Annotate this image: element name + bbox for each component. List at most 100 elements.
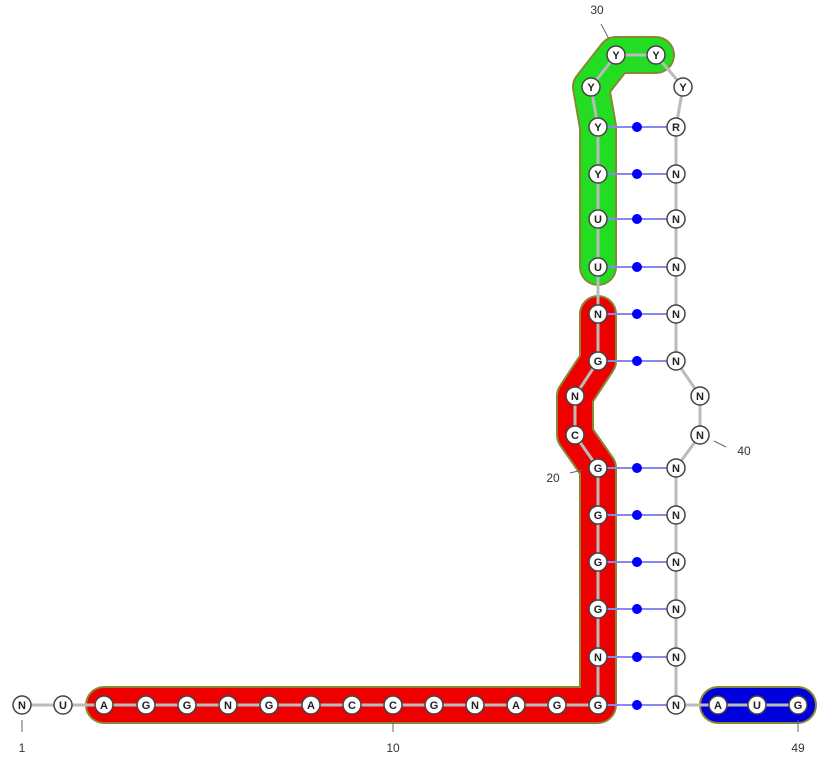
nucleotide-34: N: [666, 164, 686, 184]
position-number-30: 30: [590, 3, 604, 17]
nucleotide-letter: G: [594, 356, 603, 368]
nucleotide-circle: [588, 209, 608, 229]
nucleotide-letter: N: [672, 557, 680, 569]
nucleotide-letter: Y: [679, 82, 687, 94]
nucleotide-circle: [136, 695, 156, 715]
nucleotide-letter: U: [59, 700, 67, 712]
nucleotide-circle: [666, 351, 686, 371]
nucleotide-28: Y: [588, 117, 608, 137]
position-tick: [569, 469, 583, 474]
nucleotide-letter: C: [389, 700, 397, 712]
nucleotide-letter: C: [571, 430, 579, 442]
nucleotide-circle: [666, 695, 686, 715]
nucleotide-letter: N: [594, 652, 602, 664]
base-pair-layer: [598, 122, 676, 710]
nucleotide-circle: [666, 647, 686, 667]
nucleotide-circle: [666, 257, 686, 277]
nucleotide-letter: N: [18, 700, 26, 712]
nucleotide-circle: [588, 304, 608, 324]
nucleotide-letter: G: [183, 700, 192, 712]
nucleotide-letter: U: [594, 262, 602, 274]
nucleotide-letter: N: [672, 262, 680, 274]
base-pair-dot: [632, 214, 642, 224]
nucleotide-letter: Y: [594, 122, 602, 134]
nucleotide-circle: [690, 425, 710, 445]
position-number-40: 40: [737, 444, 751, 458]
nucleotide-circle: [788, 695, 808, 715]
nucleotide-46: N: [666, 695, 686, 715]
nucleotide-31: Y: [646, 45, 666, 65]
nucleotide-letter: N: [672, 356, 680, 368]
nucleotide-letter: N: [672, 652, 680, 664]
nucleotide-7: G: [259, 695, 279, 715]
base-pair-dot: [632, 557, 642, 567]
nucleotide-letter: N: [696, 391, 704, 403]
base-pair-dot: [632, 700, 642, 710]
nucleotide-circle: [666, 599, 686, 619]
nucleotide-letter: N: [672, 463, 680, 475]
nucleotide-48: U: [747, 695, 767, 715]
red-region-outline: [85, 295, 617, 724]
nucleotide-circle: [94, 695, 114, 715]
nucleotide-12: N: [465, 695, 485, 715]
nucleotide-30: Y: [606, 45, 626, 65]
base-pair-dot: [632, 356, 642, 366]
nucleotide-letter: U: [594, 214, 602, 226]
nucleotide-circle: [588, 647, 608, 667]
nucleotide-26: U: [588, 209, 608, 229]
nucleotide-letter: N: [594, 309, 602, 321]
nucleotide-38: N: [666, 351, 686, 371]
nucleotide-circle: [673, 77, 693, 97]
nucleotide-4: G: [136, 695, 156, 715]
nucleotide-circle: [588, 117, 608, 137]
base-pair-dot: [632, 510, 642, 520]
nucleotide-letter: G: [594, 604, 603, 616]
nucleotide-6: N: [218, 695, 238, 715]
nucleotide-circle: [588, 505, 608, 525]
nucleotide-2: U: [53, 695, 73, 715]
base-pair-dot: [632, 122, 642, 132]
base-pair-dot: [632, 604, 642, 614]
nucleotide-circle: [177, 695, 197, 715]
nucleotide-22: N: [565, 386, 585, 406]
nucleotide-letter: G: [430, 700, 439, 712]
nucleotide-circle: [666, 209, 686, 229]
position-number-49: 49: [791, 741, 805, 755]
nucleotide-letter: G: [594, 557, 603, 569]
nucleotide-circle: [606, 45, 626, 65]
nucleotide-41: N: [666, 458, 686, 478]
nucleotide-circle: [588, 458, 608, 478]
nucleotide-letter: G: [265, 700, 274, 712]
nucleotide-33: R: [666, 117, 686, 137]
nucleotide-19: G: [588, 505, 608, 525]
nucleotide-circle: [424, 695, 444, 715]
highlight-layer: [85, 36, 817, 724]
nucleotide-1: N: [12, 695, 32, 715]
nucleotide-42: N: [666, 505, 686, 525]
nucleotide-45: N: [666, 647, 686, 667]
nucleotide-circle: [465, 695, 485, 715]
nucleotide-letter: Y: [594, 169, 602, 181]
red-region: [87, 297, 615, 722]
nucleotide-letter: A: [714, 700, 722, 712]
nucleotide-18: G: [588, 552, 608, 572]
nucleotide-24: N: [588, 304, 608, 324]
nucleotide-8: A: [301, 695, 321, 715]
nucleotide-9: C: [342, 695, 362, 715]
nucleotide-circle: [547, 695, 567, 715]
nucleotide-circle: [646, 45, 666, 65]
nucleotide-43: N: [666, 552, 686, 572]
base-pair-dot: [632, 169, 642, 179]
nucleotide-circle: [666, 458, 686, 478]
nucleotide-circle: [747, 695, 767, 715]
nucleotide-36: N: [666, 257, 686, 277]
nucleotide-letter: N: [672, 169, 680, 181]
nucleotide-5: G: [177, 695, 197, 715]
nucleotide-letter: G: [794, 700, 803, 712]
nucleotide-letter: N: [672, 214, 680, 226]
nucleotide-letter: Y: [652, 50, 660, 62]
nucleotide-letter: G: [594, 700, 603, 712]
nucleotide-circle: [506, 695, 526, 715]
